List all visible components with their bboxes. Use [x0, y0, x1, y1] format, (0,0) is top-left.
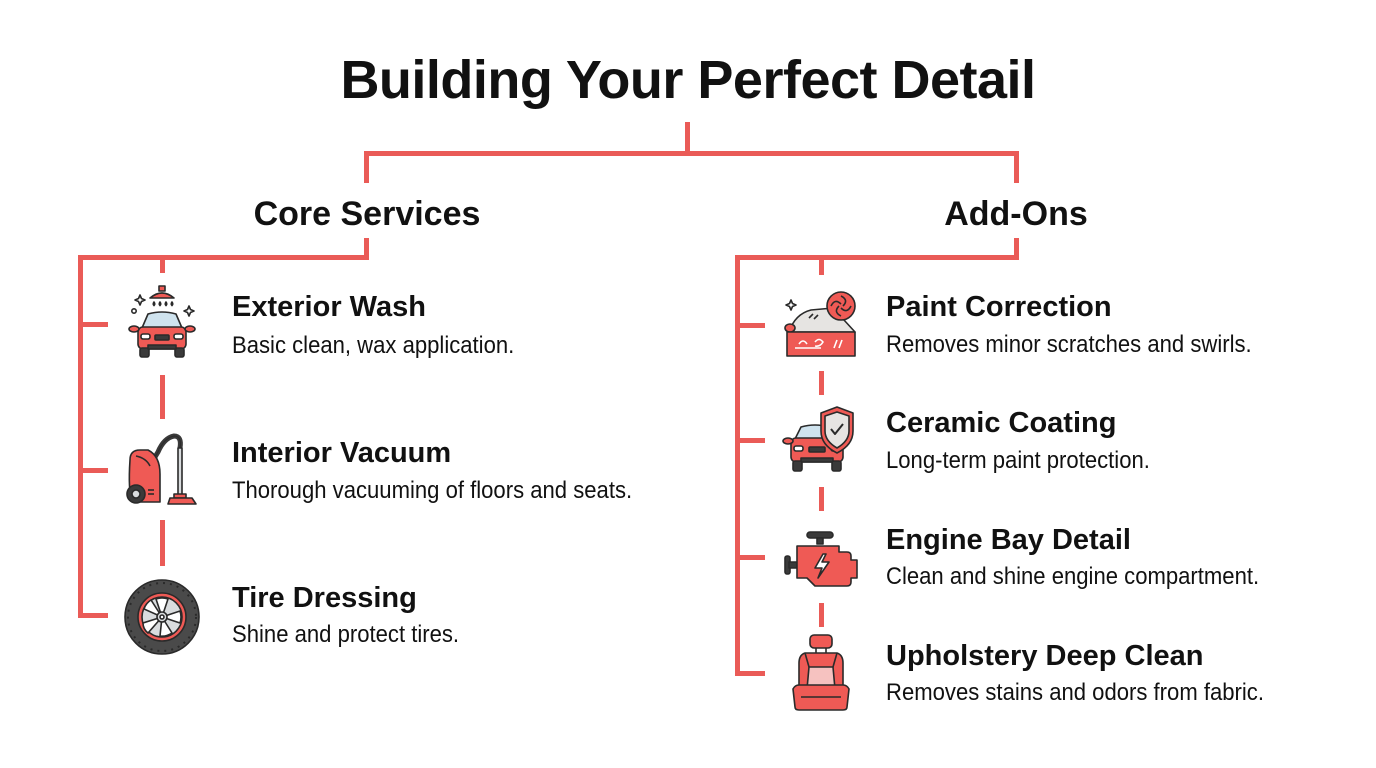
- connector-core-stub-1: [78, 322, 108, 327]
- connector-core-spine: [78, 255, 83, 618]
- connector-title-stem: [685, 122, 690, 156]
- connector-addons-stub-2: [735, 438, 765, 443]
- addon-description: Clean and shine engine compartment.: [886, 563, 1260, 590]
- group-title-add-ons: Add-Ons: [944, 195, 1088, 233]
- addon-name: Paint Correction: [886, 291, 1112, 323]
- connector-core-dash-1: [160, 375, 165, 419]
- connector-left-drop: [364, 151, 369, 183]
- addon-name: Engine Bay Detail: [886, 524, 1131, 556]
- connector-right-drop: [1014, 151, 1019, 183]
- connector-addons-stem: [1014, 238, 1019, 260]
- addon-description: Removes stains and odors from fabric.: [886, 679, 1264, 706]
- engine-icon: [781, 522, 861, 602]
- group-title-core-services: Core Services: [253, 195, 481, 233]
- connector-core-stub-3: [78, 613, 108, 618]
- connector-top-horizontal: [364, 151, 1019, 156]
- connector-addons-stub-1: [735, 323, 765, 328]
- tire-icon: [122, 577, 202, 657]
- connector-addons-stub-3: [735, 555, 765, 560]
- page-title: Building Your Perfect Detail: [340, 50, 1036, 110]
- connector-core-horizontal: [78, 255, 369, 260]
- connector-addons-dash-2: [819, 487, 824, 511]
- addon-name: Ceramic Coating: [886, 407, 1117, 439]
- paint-polisher-icon: [781, 288, 861, 368]
- car-wash-icon: [122, 284, 202, 364]
- vacuum-cleaner-icon: [122, 430, 202, 510]
- service-description: Shine and protect tires.: [232, 621, 460, 648]
- connector-addons-spine: [735, 255, 740, 676]
- car-seat-icon: [781, 633, 861, 713]
- service-description: Basic clean, wax application.: [232, 332, 515, 359]
- addon-name: Upholstery Deep Clean: [886, 640, 1204, 672]
- service-description: Thorough vacuuming of floors and seats.: [232, 477, 633, 504]
- addon-description: Long-term paint protection.: [886, 447, 1150, 474]
- connector-addons-drop: [819, 255, 824, 275]
- connector-addons-horizontal: [735, 255, 1019, 260]
- addon-description: Removes minor scratches and swirls.: [886, 331, 1252, 358]
- connector-addons-dash-1: [819, 371, 824, 395]
- connector-core-drop: [160, 255, 165, 273]
- connector-addons-dash-3: [819, 603, 824, 627]
- service-name: Tire Dressing: [232, 582, 417, 614]
- connector-core-dash-2: [160, 520, 165, 566]
- service-name: Exterior Wash: [232, 291, 426, 323]
- car-shield-icon: [781, 403, 861, 483]
- connector-core-stem: [364, 238, 369, 260]
- service-name: Interior Vacuum: [232, 437, 452, 469]
- connector-core-stub-2: [78, 468, 108, 473]
- connector-addons-stub-4: [735, 671, 765, 676]
